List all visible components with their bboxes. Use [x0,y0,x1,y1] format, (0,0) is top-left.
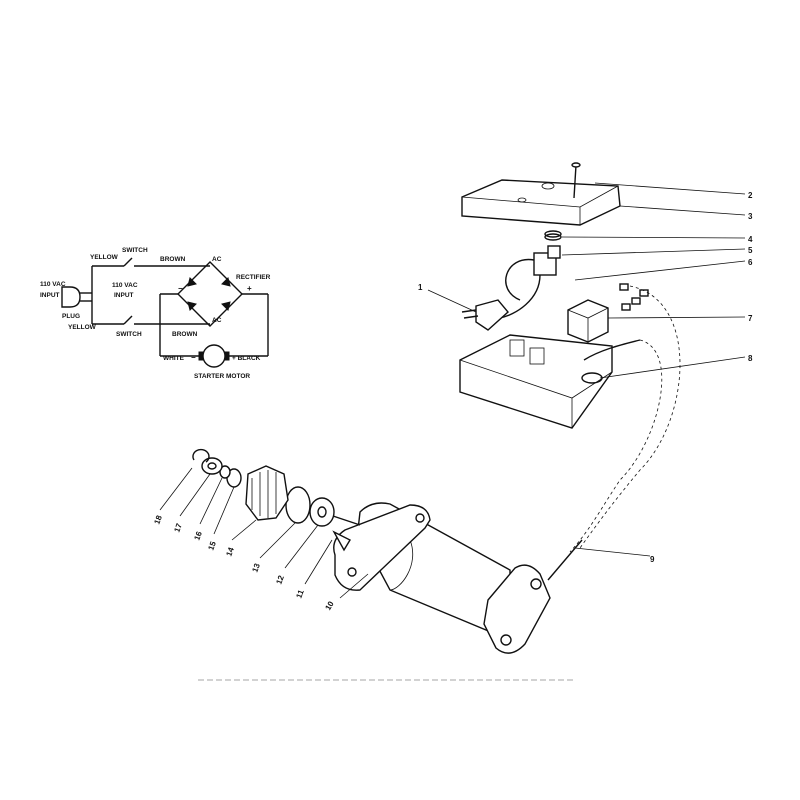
callout-15: 15 [206,540,218,552]
mounting-flange [333,504,431,591]
strain-relief [547,539,583,581]
box-cover [461,179,621,226]
callout-12: 12 [274,574,286,586]
retainer [219,465,231,479]
box-base [459,334,613,429]
callout-10: 10 [323,599,336,612]
callout-11: 11 [294,588,306,600]
cover-screw [573,164,577,199]
label-yellow-bottom: YELLOW [68,324,97,331]
callout-7: 7 [748,314,753,323]
snap-ring [192,448,210,463]
anti-drift-spring [285,486,311,524]
spring [544,233,562,241]
label-brown-bottom: BROWN [172,331,198,338]
callout-18: 18 [152,514,164,526]
label-minus-motor: − [191,353,196,362]
callout-17: 17 [172,522,184,534]
label-ac-top: AC [212,256,222,263]
plug-symbol [61,286,81,308]
callout-1: 1 [418,283,423,292]
label-vac-left-2: INPUT [40,292,60,299]
callout-9: 9 [650,555,655,564]
label-vac-right-2: INPUT [114,292,134,299]
callout-8: 8 [748,354,753,363]
label-vac-right-1: 110 VAC [112,282,138,289]
label-switch-bottom: SWITCH [116,331,142,338]
starter-motor-symbol [202,344,226,368]
label-minus: − [178,284,183,293]
callout-14: 14 [224,546,236,558]
ac-plug [475,299,509,331]
label-vac-left-1: 110 VAC [40,281,66,288]
pinion-gear [245,465,289,521]
label-plug: PLUG [62,313,80,320]
label-rectifier: RECTIFIER [236,274,271,281]
power-cable [569,339,663,553]
label-white: WHITE [163,355,185,362]
end-cap [483,564,551,654]
label-switch-top: SWITCH [122,247,148,254]
label-yellow-top: YELLOW [90,254,119,261]
label-black: + BLACK [232,355,261,362]
callout-3: 3 [748,212,753,221]
retaining-washer [201,457,223,475]
callout-5: 5 [748,246,753,255]
bridge-rectifier [177,261,243,327]
thrust-washer [309,497,335,527]
callout-4: 4 [748,235,753,244]
callout-2: 2 [748,191,753,200]
label-brown-top: BROWN [160,256,186,263]
top-switch [123,257,133,267]
callout-13: 13 [250,562,262,574]
leader-lines [159,182,746,599]
motor-shaft [329,514,361,526]
bottom-switch [123,315,133,325]
wiring-schematic: YELLOW SWITCH BROWN AC RECTIFIER 110 VAC… [40,247,271,380]
control-box-assembly [459,162,649,429]
callout-16: 16 [192,530,204,542]
label-starter-motor: STARTER MOTOR [194,373,250,380]
label-ac-bottom: AC [212,317,222,324]
label-plus: + [247,284,252,293]
callout-6: 6 [748,258,753,267]
starter-motor-assembly [192,448,583,654]
